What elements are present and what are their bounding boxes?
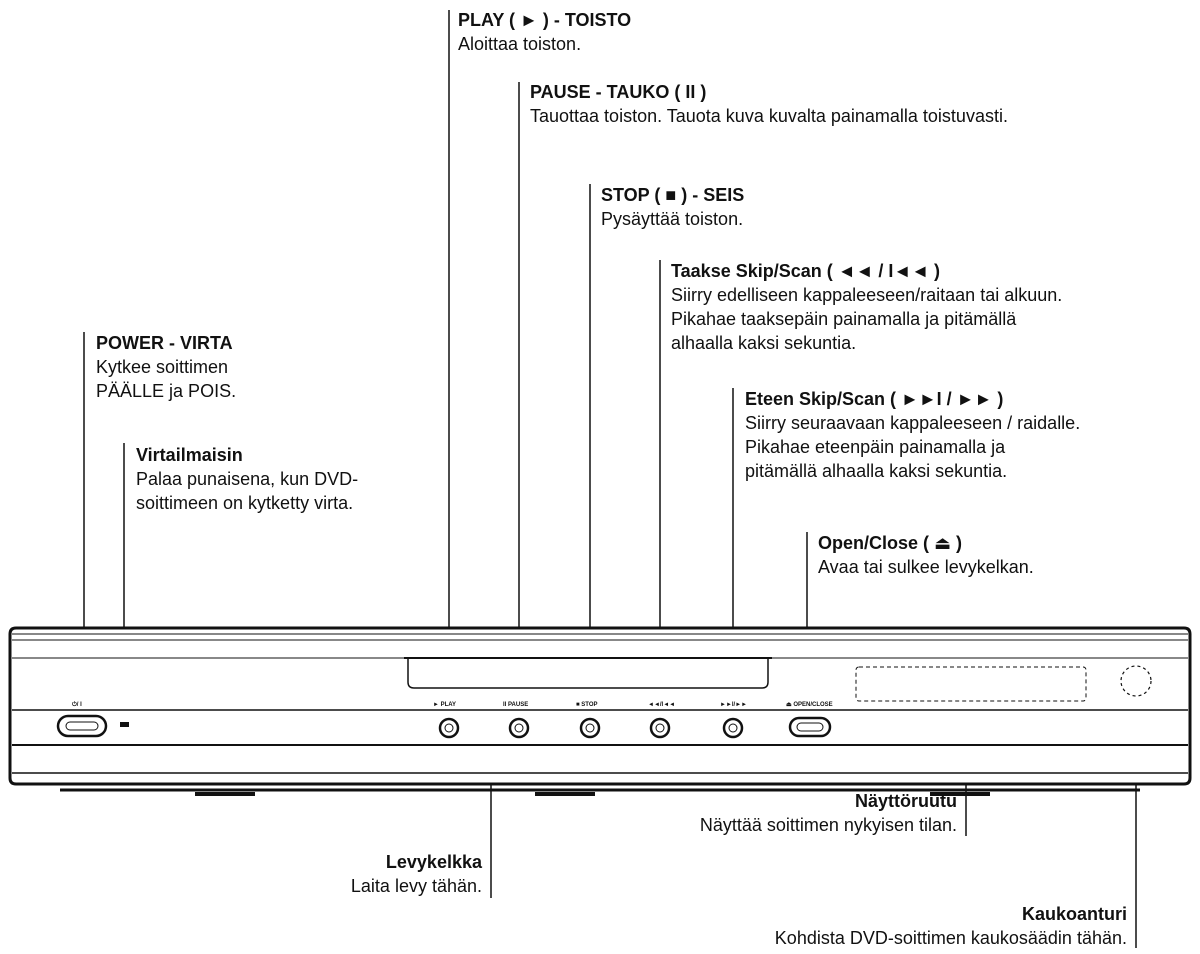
panel-label-play: ► PLAY — [433, 702, 456, 708]
panel-label-forward: ►►I/►► — [720, 702, 747, 708]
annotation-power-desc-1: Kytkee soittimen — [96, 357, 229, 377]
annotation-play-title: PLAY ( ► ) - TOISTO — [458, 10, 632, 30]
power-button-inner — [65, 721, 99, 731]
stop-button[interactable] — [579, 717, 601, 739]
annotation-play: PLAY ( ► ) - TOISTO Aloittaa toiston. — [458, 8, 631, 56]
annotation-power: POWER - VIRTA Kytkee soittimen PÄÄLLE ja… — [96, 331, 236, 403]
annotation-display: Näyttöruutu Näyttää soittimen nykyisen t… — [700, 789, 957, 837]
annotation-indicator-desc-2: soittimeen on kytketty virta. — [136, 493, 354, 513]
annotation-display-desc: Näyttää soittimen nykyisen tilan. — [699, 815, 957, 835]
annotation-indicator: Virtailmaisin Palaa punaisena, kun DVD- … — [136, 443, 358, 515]
play-button[interactable] — [438, 717, 460, 739]
annotation-indicator-title: Virtailmaisin — [136, 445, 243, 465]
annotation-stop: STOP ( ■ ) - SEIS Pysäyttää toiston. — [601, 183, 744, 231]
annotation-indicator-desc-1: Palaa punaisena, kun DVD- — [136, 469, 359, 489]
annotation-pause: PAUSE - TAUKO ( II ) Tauottaa toiston. T… — [530, 80, 1008, 128]
annotation-open-close-title: Open/Close ( ⏏ ) — [818, 533, 963, 553]
annotation-skip-back: Taakse Skip/Scan ( ◄◄ / I◄◄ ) Siirry ede… — [671, 259, 1062, 355]
remote-sensor — [1120, 665, 1152, 697]
annotation-tray-desc: Laita levy tähän. — [350, 876, 482, 896]
annotation-tray: Levykelkka Laita levy tähän. — [351, 850, 482, 898]
skip-forward-button[interactable] — [722, 717, 744, 739]
disc-tray[interactable] — [407, 658, 769, 689]
annotation-forward-title: Eteen Skip/Scan ( ►►I / ►► ) — [745, 389, 1004, 409]
pause-button-center — [514, 723, 524, 733]
annotation-stop-title: STOP ( ■ ) - SEIS — [601, 185, 745, 205]
annotation-play-desc: Aloittaa toiston. — [458, 34, 582, 54]
annotation-remote-desc: Kohdista DVD-soittimen kaukosäädin tähän… — [774, 928, 1127, 948]
annotation-power-desc-2: PÄÄLLE ja POIS. — [96, 381, 237, 401]
power-indicator — [120, 722, 129, 727]
annotation-display-title: Näyttöruutu — [855, 791, 957, 811]
annotation-open-close: Open/Close ( ⏏ ) Avaa tai sulkee levykel… — [818, 531, 1034, 579]
annotation-forward-desc-3: pitämällä alhaalla kaksi sekuntia. — [745, 461, 1008, 481]
stop-button-center — [585, 723, 595, 733]
annotation-pause-title: PAUSE - TAUKO ( II ) — [530, 82, 707, 102]
annotation-stop-desc: Pysäyttää toiston. — [601, 209, 744, 229]
panel-label-stop: ■ STOP — [576, 702, 598, 708]
annotation-pause-desc: Tauottaa toiston. Tauota kuva kuvalta pa… — [530, 106, 1008, 126]
annotation-skip-forward: Eteen Skip/Scan ( ►►I / ►► ) Siirry seur… — [745, 387, 1080, 483]
pause-button[interactable] — [508, 717, 530, 739]
skip-back-button[interactable] — [649, 717, 671, 739]
annotation-back-desc-3: alhaalla kaksi sekuntia. — [671, 333, 857, 353]
annotation-remote: Kaukoanturi Kohdista DVD-soittimen kauko… — [775, 902, 1127, 950]
panel-label-open-close: ⏏ OPEN/CLOSE — [786, 702, 833, 708]
panel-label-power: ⏻/ I — [72, 701, 82, 708]
annotation-tray-title: Levykelkka — [385, 852, 482, 872]
skip-back-button-center — [655, 723, 665, 733]
annotation-back-desc-1: Siirry edelliseen kappaleeseen/raitaan t… — [671, 285, 1063, 305]
open-close-button[interactable] — [788, 716, 832, 738]
annotation-forward-desc-1: Siirry seuraavaan kappaleeseen / raidall… — [745, 413, 1081, 433]
panel-label-back: ◄◄/I◄◄ — [648, 702, 675, 708]
annotation-forward-desc-2: Pikahae eteenpäin painamalla ja — [745, 437, 1006, 457]
skip-forward-button-center — [728, 723, 738, 733]
play-button-center — [444, 723, 454, 733]
annotation-power-title: POWER - VIRTA — [96, 333, 233, 353]
annotation-back-title: Taakse Skip/Scan ( ◄◄ / I◄◄ ) — [671, 261, 941, 281]
dvd-player-body — [8, 626, 1192, 796]
panel-label-pause: II PAUSE — [503, 702, 528, 708]
open-close-button-inner — [796, 722, 824, 732]
annotation-open-close-desc: Avaa tai sulkee levykelkan. — [818, 557, 1034, 577]
annotation-remote-title: Kaukoanturi — [1021, 904, 1127, 924]
display-window — [855, 666, 1087, 702]
power-button[interactable] — [56, 714, 108, 738]
annotation-back-desc-2: Pikahae taaksepäin painamalla ja pitämäl… — [671, 309, 1017, 329]
